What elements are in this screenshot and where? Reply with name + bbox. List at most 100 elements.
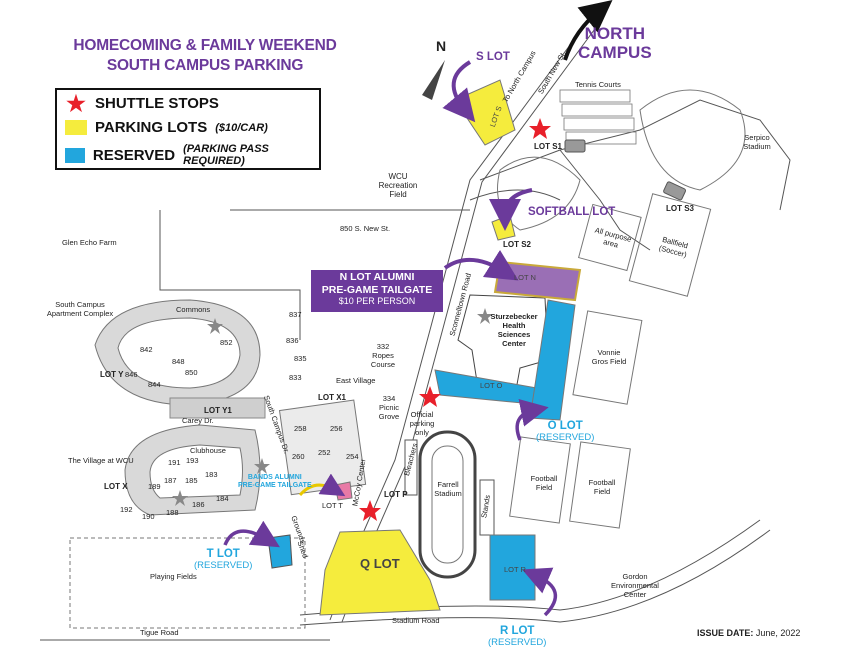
o-lot-name: O LOT	[547, 420, 583, 432]
q-lot	[319, 529, 441, 616]
r-lot-inner-label: LOT R	[504, 565, 526, 574]
building-848: 848	[172, 357, 185, 366]
bands-tailgate-label: BANDS ALUMNI PRE-GAME TAILGATE	[238, 474, 312, 490]
stands	[479, 479, 495, 536]
lot-s3-block	[663, 181, 687, 201]
building-190: 190	[142, 512, 155, 521]
building-184: 184	[216, 494, 229, 503]
farrell-stadium-track	[418, 430, 477, 579]
farrell-label: Farrell Stadium	[434, 480, 462, 498]
north-campus-arrow	[563, 0, 613, 61]
village-label: The Village at WCU	[68, 456, 134, 465]
building-844: 844	[148, 380, 161, 389]
o-lot-arrow	[515, 399, 549, 441]
north-arrow-icon	[422, 60, 445, 100]
legend-shuttle: ★ SHUTTLE STOPS	[65, 91, 219, 116]
lot-n	[493, 260, 582, 302]
north-campus-label: NORTH CAMPUS	[578, 24, 652, 62]
legend: ★ SHUTTLE STOPS PARKING LOTS ($10/CAR) R…	[55, 88, 321, 170]
football-field-1-label: Football Field	[530, 474, 558, 492]
picnic-label: 334 Picnic Grove	[378, 394, 400, 421]
softball-lot	[491, 214, 516, 241]
red-star-icon: ★	[66, 91, 86, 116]
shuttle-stop-star	[359, 500, 381, 521]
building-852: 852	[220, 338, 233, 347]
playing-fields-area	[69, 537, 306, 629]
building-191: 191	[168, 458, 181, 467]
carey-dr-label: Carey Dr.	[182, 416, 214, 425]
issue-date-value: June, 2022	[755, 628, 801, 638]
bleachers	[404, 439, 418, 496]
issue-date: ISSUE DATE: June, 2022	[697, 628, 800, 638]
serpico-label: Serpico Stadium	[743, 133, 771, 151]
building-260: 260	[292, 452, 305, 461]
s-lot-label: S LOT	[476, 51, 510, 63]
building-833: 833	[289, 373, 302, 382]
r-lot-note: (RESERVED)	[488, 637, 547, 648]
recreation-field-label: WCU Recreation Field	[378, 172, 418, 199]
gordon-label: Gordon Environmental Center	[611, 572, 659, 599]
r-lot-label: R LOT (RESERVED)	[488, 625, 546, 649]
softball-lot-arrow	[489, 188, 533, 231]
r-lot-name: R LOT	[499, 625, 535, 637]
building-186: 186	[192, 500, 205, 509]
legend-reserved: RESERVED (PARKING PASS REQUIRED)	[65, 143, 319, 167]
building-193: 193	[186, 456, 199, 465]
title-line-2: SOUTH CAMPUS PARKING	[106, 57, 304, 74]
shuttle-stop-star	[529, 118, 551, 139]
blue-square-icon	[65, 147, 85, 163]
softball-lot-label: SOFTBALL LOT	[528, 206, 616, 218]
legend-parking: PARKING LOTS ($10/CAR)	[65, 119, 268, 136]
lot-x1-label: LOT X1	[318, 393, 347, 402]
s-lot-arrow	[442, 60, 476, 123]
building-189: 189	[148, 482, 161, 491]
building-185: 185	[185, 476, 198, 485]
serpico-stadium	[639, 89, 746, 191]
t-lot-label: T LOT (RESERVED)	[194, 548, 252, 572]
ropes-label: 332 Ropes Course	[370, 342, 396, 369]
lot-p-label: LOT P	[384, 490, 408, 499]
lot-s3-label: LOT S3	[666, 204, 695, 213]
new-st-850-label: 850 S. New St.	[340, 224, 391, 233]
building-187: 187	[164, 476, 177, 485]
east-village-label: East Village	[336, 376, 376, 385]
building-252: 252	[318, 448, 331, 457]
q-lot-label: Q LOT	[360, 556, 400, 571]
yellow-square-icon	[65, 120, 87, 135]
bands-tailgate-lot	[334, 481, 353, 501]
building-183: 183	[205, 470, 218, 479]
o-lot-note: (RESERVED)	[536, 432, 595, 443]
football-field-2	[569, 441, 631, 529]
ballfield	[628, 193, 712, 297]
all-purpose-area	[577, 203, 642, 272]
building-258: 258	[294, 424, 307, 433]
building-188: 188	[166, 508, 179, 517]
lot-s2-label: LOT S2	[503, 240, 532, 249]
title-line-1: HOMECOMING & FAMILY WEEKEND	[73, 37, 337, 54]
north-campus-line-1: NORTH	[584, 24, 646, 43]
stadium-road-label: Stadium Road	[392, 616, 440, 625]
n-lot-arrow	[443, 249, 519, 281]
football-field-2-label: Football Field	[588, 478, 616, 496]
north-campus-line-2: CAMPUS	[578, 43, 652, 62]
t-lot-name: T LOT	[206, 548, 240, 560]
apartments-label: South Campus Apartment Complex	[46, 300, 114, 318]
shuttle-stop-star	[419, 386, 441, 407]
tigue-road-label: Tigue Road	[140, 628, 179, 637]
o-lot-label: O LOT (RESERVED)	[536, 420, 594, 444]
tailgate-line-3: $10 PER PERSON	[338, 296, 416, 306]
commons-label: Commons	[176, 305, 211, 314]
bands-tailgate-line-2: PRE-GAME TAILGATE	[238, 482, 312, 489]
lot-y-label: LOT Y	[100, 370, 124, 379]
map-title: HOMECOMING & FAMILY WEEKEND SOUTH CAMPUS…	[55, 36, 355, 76]
t-lot-note: (RESERVED)	[194, 560, 253, 571]
t-lot-arrow	[223, 520, 280, 548]
lot-s1-label: LOT S1	[534, 142, 563, 151]
o-lot-inner-label: LOT O	[480, 381, 503, 390]
legend-shuttle-label: SHUTTLE STOPS	[95, 95, 219, 112]
sturzebecker-label: Sturzebecker Health Sciences Center	[490, 312, 538, 348]
lot-y1-label: LOT Y1	[204, 406, 232, 415]
vonnie-label: Vonnie Gros Field	[591, 348, 627, 366]
building-254: 254	[346, 452, 359, 461]
bands-tailgate-line-1: BANDS ALUMNI	[247, 474, 302, 481]
